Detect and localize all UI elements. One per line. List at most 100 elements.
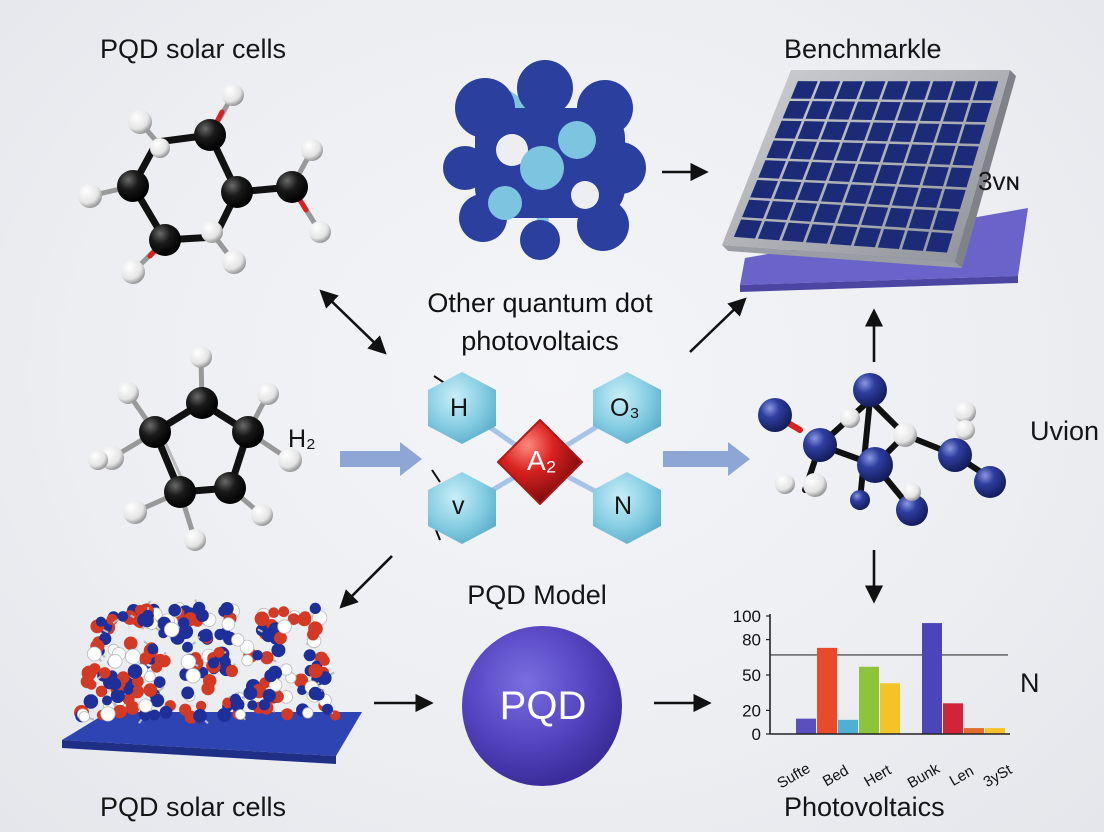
lattice-atom <box>294 673 309 688</box>
lattice-atom <box>127 664 143 679</box>
hex-node-shape <box>428 372 496 444</box>
x-tick-label: Hert <box>861 761 895 790</box>
lattice-atom <box>243 686 258 700</box>
solar-cell <box>881 81 908 100</box>
lattice-atom <box>150 693 165 708</box>
label-h2: H₂ <box>288 425 316 453</box>
chart-bar-8 <box>964 728 984 734</box>
lattice-atom <box>95 616 106 627</box>
solar-cell <box>852 163 880 183</box>
solar-cell <box>882 143 910 164</box>
chart-bar-5 <box>880 683 900 734</box>
solar-cell <box>797 121 825 140</box>
solar-cell <box>972 81 999 101</box>
flow-arrow-right <box>663 442 750 476</box>
arrow-center-to-lattice <box>339 555 393 609</box>
hex-label-v: v <box>452 492 465 520</box>
solar-cell <box>942 102 969 122</box>
lattice-atom <box>130 684 144 699</box>
lattice-atom <box>100 706 116 722</box>
lattice-atom <box>185 668 201 684</box>
lattice-atom <box>309 602 321 615</box>
solar-cell <box>837 205 865 225</box>
lattice-atom <box>278 606 290 618</box>
lattice-atom <box>123 636 138 651</box>
lattice-atom <box>247 700 258 711</box>
lattice-atom <box>95 685 108 697</box>
lattice-atom <box>271 643 286 658</box>
chart-bar-7 <box>943 703 963 734</box>
solar-cell <box>929 145 956 165</box>
solar-cell <box>820 121 848 140</box>
lattice-atom <box>193 709 208 723</box>
solar-cell <box>844 184 872 204</box>
lattice-atom <box>99 667 111 679</box>
solar-cell <box>781 222 810 243</box>
chart-bar-3 <box>838 719 858 734</box>
lattice-atom <box>117 611 129 622</box>
lattice-atom <box>225 664 238 678</box>
lattice-atom <box>86 679 97 690</box>
solar-cell <box>853 227 882 248</box>
solar-cell <box>813 81 841 99</box>
center-title-line1: Other quantum dot <box>427 288 653 318</box>
hex-label-h: H <box>450 394 469 422</box>
solar-cell <box>774 120 802 139</box>
solar-cell <box>766 140 794 159</box>
solar-cell <box>952 145 979 166</box>
x-tick-label: 3ySt <box>981 761 1016 791</box>
lattice-atom <box>322 703 333 715</box>
lattice-atom <box>274 631 287 645</box>
lattice-atom <box>154 653 167 666</box>
solar-cell <box>781 161 810 180</box>
solar-cell <box>908 209 936 230</box>
solar-cell <box>905 144 933 164</box>
lattice-atom <box>110 688 125 704</box>
center-node-label: A₂ <box>527 445 557 476</box>
lattice-atom <box>138 698 153 713</box>
solar-cell <box>959 124 986 144</box>
lattice-atom <box>220 602 234 616</box>
solar-cell <box>836 81 863 100</box>
lattice-atom <box>268 607 280 618</box>
solar-cell <box>750 180 778 199</box>
x-tick-label: Bed <box>820 762 852 790</box>
chart-bar-9 <box>985 728 1005 734</box>
flow-arrows <box>340 442 750 476</box>
center-title: Other quantum dot photovoltaics <box>427 284 652 360</box>
lattice-atom <box>297 685 308 696</box>
solar-cell <box>805 224 834 244</box>
solar-cell <box>927 81 954 101</box>
lattice-atom <box>149 709 160 721</box>
lattice-atom <box>302 707 314 719</box>
solar-cell <box>805 162 833 181</box>
lattice-atom <box>308 663 323 679</box>
solar-cell <box>805 101 833 120</box>
lattice-atom <box>125 701 140 715</box>
lattice-atom <box>113 704 127 719</box>
y-tick-label: 50 <box>742 666 761 685</box>
lattice-atom <box>230 698 245 712</box>
pqd-lattice <box>62 599 362 764</box>
lattice-atom <box>262 688 276 703</box>
solar-cell <box>790 81 818 99</box>
lattice-atom <box>264 669 278 683</box>
lattice-atom <box>178 617 190 629</box>
molecule-mid-right <box>758 373 1006 526</box>
solar-cell <box>904 81 931 100</box>
lattice-atom <box>308 686 322 701</box>
solar-cell <box>925 232 953 253</box>
hex-node-shape <box>593 472 661 544</box>
solar-cell <box>851 101 879 121</box>
center-node-shape <box>497 419 583 505</box>
lattice-atom <box>195 609 209 622</box>
pqd-sphere <box>462 626 622 786</box>
lattice-atom <box>280 663 293 676</box>
solar-cell <box>828 101 856 120</box>
solar-cell <box>858 81 886 100</box>
lattice-atom <box>195 700 207 712</box>
quantum-dot-cluster <box>443 60 646 260</box>
solar-cell <box>821 183 849 203</box>
hex-node-shape <box>593 372 661 444</box>
